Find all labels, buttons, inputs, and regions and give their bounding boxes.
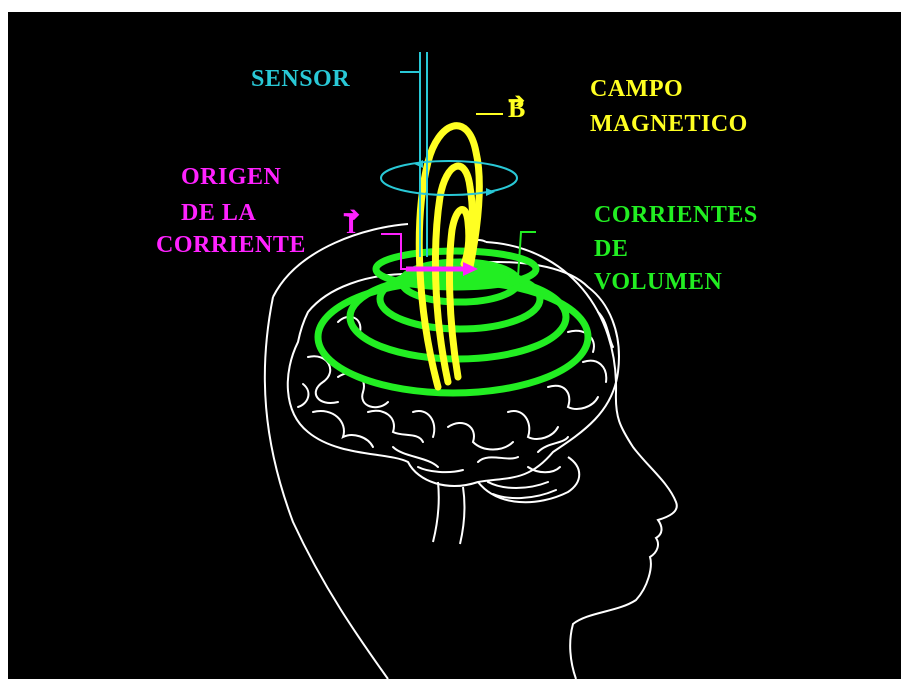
origen-label-line1: ORIGEN: [181, 162, 281, 192]
i-vector-label: ➔ I: [343, 212, 356, 238]
brain-outline: [288, 262, 619, 486]
sensor-probe-icon: [381, 52, 517, 257]
i-vector-arrow: ➔: [343, 202, 360, 228]
origen-label-line3: CORRIENTE: [156, 230, 306, 260]
corrientes-label-line3: VOLUMEN: [594, 267, 722, 297]
corrientes-label-line1: CORRIENTES: [594, 200, 758, 230]
corrientes-label-line2: DE: [594, 234, 628, 264]
diagram-canvas: [8, 12, 901, 679]
sensor-label: SENSOR: [251, 64, 350, 94]
head-outline: [265, 242, 677, 679]
magnetico-label: MAGNETICO: [590, 109, 748, 139]
b-vector-label: ➔ B: [508, 96, 525, 122]
diagram-frame: SENSOR CAMPO MAGNETICO ➔ B ORIGEN DE LA …: [8, 12, 901, 679]
brain-stem: [433, 482, 464, 544]
campo-label: CAMPO: [590, 74, 683, 104]
magnetic-field-loops: [419, 126, 479, 387]
origen-label-line2: DE LA: [181, 198, 256, 228]
b-vector-arrow: ➔: [508, 88, 525, 114]
